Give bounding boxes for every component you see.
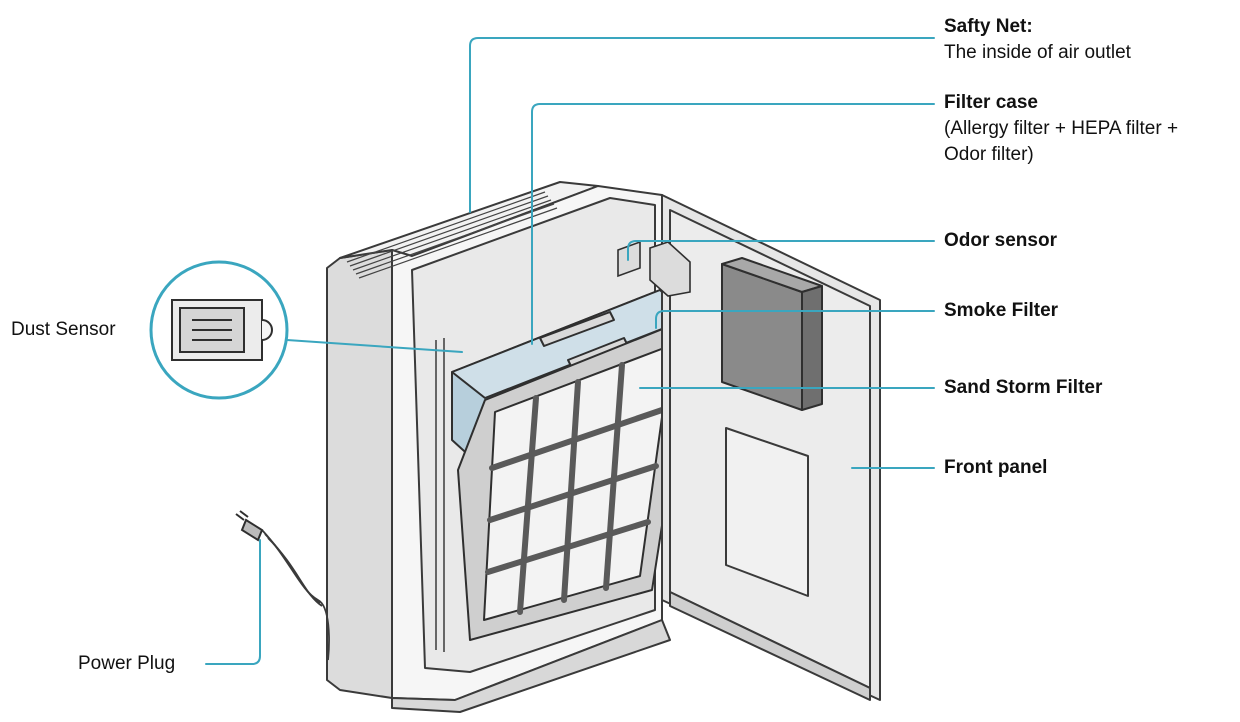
label-filter-case-desc-1: (Allergy filter + HEPA filter + [944,118,1179,139]
top-grille [346,191,558,279]
label-front-panel-title: Front panel [944,457,1048,478]
label-odor-sensor: Odor sensor [944,228,1057,254]
label-safety-net-desc: The inside of air outlet [944,42,1131,63]
dust-sensor-magnifier [149,260,289,400]
leader-dust-sensor [286,339,463,353]
leader-lines [205,37,935,665]
label-dust-sensor-title: Dust Sensor [11,319,116,340]
label-power-plug: Power Plug [78,651,175,677]
filter-grid-lines [485,362,665,615]
leader-power-plug [205,539,261,665]
smoke-filter-box [721,257,823,411]
leader-safety-net [469,37,935,213]
label-dust-sensor: Dust Sensor [11,317,116,343]
front-panel-shape [661,194,881,701]
label-smoke-filter-title: Smoke Filter [944,300,1059,321]
label-power-plug-title: Power Plug [78,653,176,674]
label-safety-net-title: Safty Net: [944,16,1033,37]
leader-odor-sensor [627,240,935,261]
leader-filter-case [531,103,935,345]
side-slot [435,338,445,652]
label-filter-case: Filter case (Allergy filter + HEPA filte… [944,90,1178,168]
label-filter-case-title: Filter case [944,92,1038,113]
leader-smoke-filter [655,310,935,329]
power-cord [261,529,330,661]
label-front-panel: Front panel [944,455,1047,481]
label-sand-storm-filter-title: Sand Storm Filter [944,377,1103,398]
label-safety-net: Safty Net: The inside of air outlet [944,14,1131,66]
label-odor-sensor-title: Odor sensor [944,230,1057,251]
label-filter-case-desc-2: Odor filter) [944,144,1034,165]
label-sand-storm-filter: Sand Storm Filter [944,375,1102,401]
power-plug-icon [235,510,264,542]
label-smoke-filter: Smoke Filter [944,298,1058,324]
